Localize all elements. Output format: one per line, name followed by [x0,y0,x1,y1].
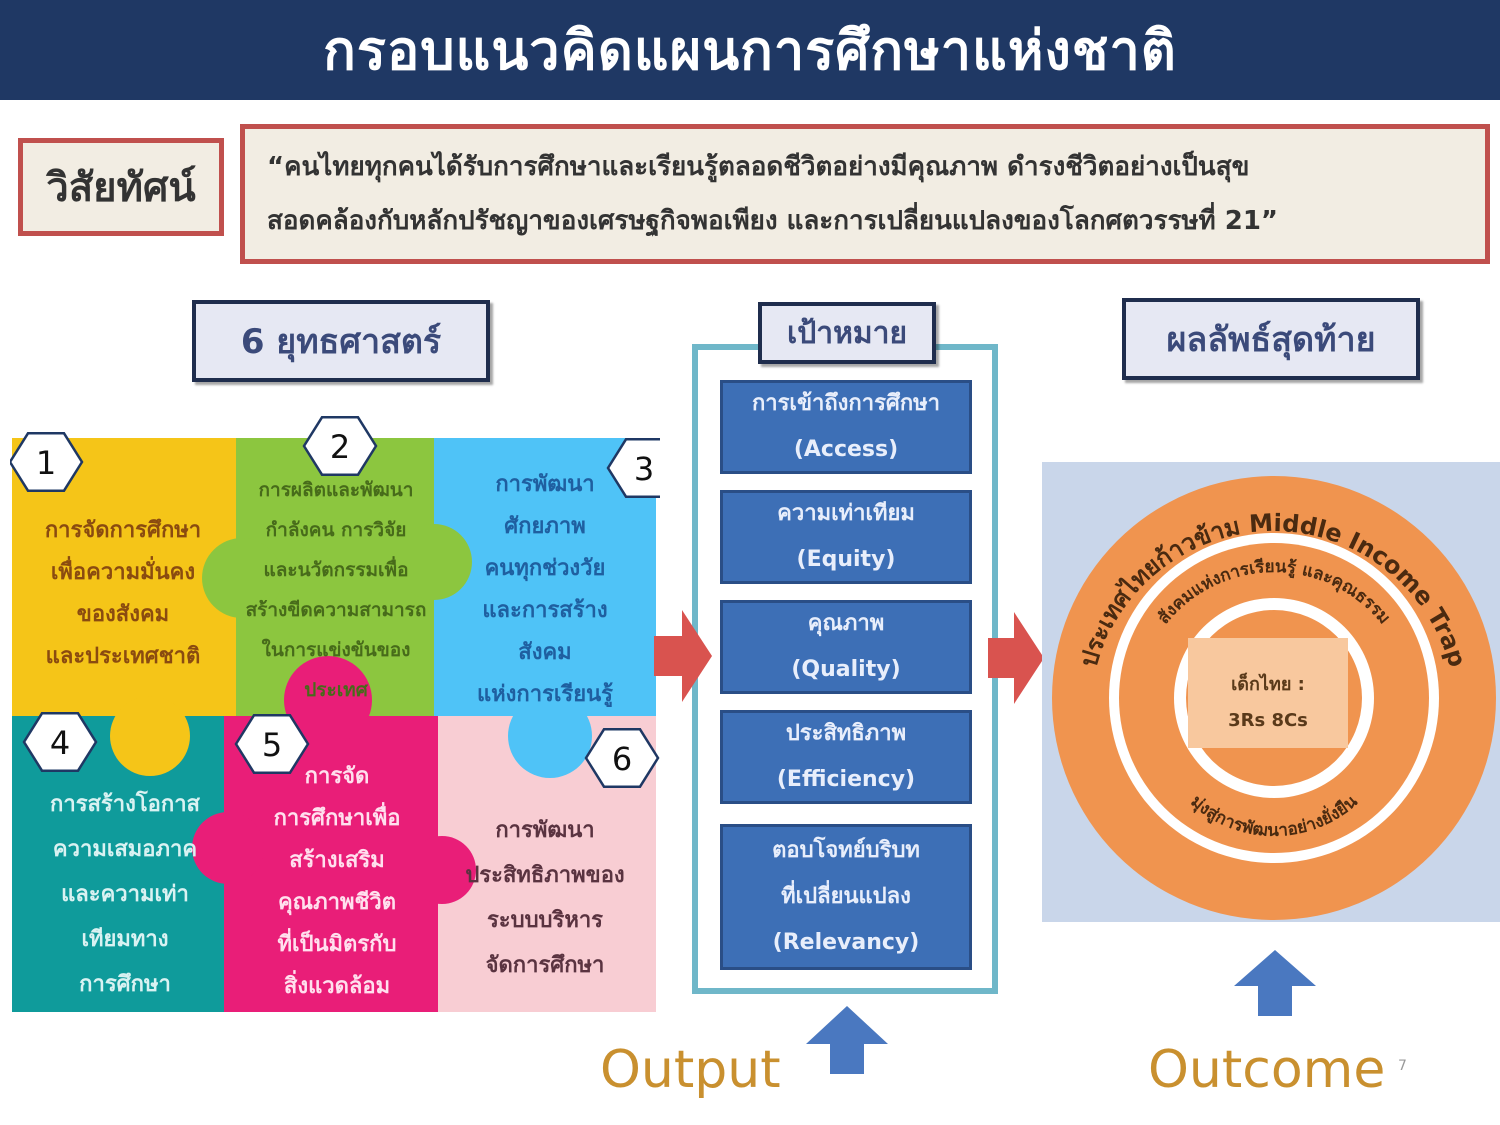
strategy-6-line: ประสิทธิภาพของ [465,863,625,888]
page-title: กรอบแนวคิดแผนการศึกษาแห่งชาติ [323,19,1177,82]
goal-thai-label: ที่เปลี่ยนแปลง [781,884,911,909]
strategy-5-line: ที่เป็นมิตรกับ [277,932,397,957]
strategy-4-text: การสร้างโอกาส ความเสมอภาค และความเท่า เท… [20,782,230,1007]
goal-thai-label: ตอบโจทย์บริบท [772,838,920,863]
strategy-1-line: ของสังคม [76,602,170,627]
goal-english-label: (Quality) [791,657,901,682]
page-number: 7 [1398,1058,1407,1074]
arrow-right-icon [654,610,712,702]
strategy-2-line: สร้างขีดความสามารถ [245,599,427,621]
outcome-target-diagram: ประเทศไทยก้าวข้าม Middle Income Trap สัง… [1052,476,1496,920]
goal-thai-label: ความเท่าเทียม [777,501,915,526]
goal-english-label: (Relevancy) [772,930,920,955]
goal-english-label: (Equity) [796,547,896,572]
arrow-up-icon [806,1006,888,1074]
strategy-4-line: การสร้างโอกาส [50,792,200,817]
strategy-6-line: จัดการศึกษา [485,953,605,978]
output-label: Output [600,1040,781,1100]
goals-header: เป้าหมาย [786,315,908,351]
strategy-2-line: ประเทศ [304,679,368,701]
goal-access: การเข้าถึงการศึกษา (Access) [720,380,972,474]
strategy-5-line: สร้างเสริม [289,848,385,873]
strategy-number-badge [584,728,660,788]
vision-label: วิสัยทัศน์ [46,165,196,211]
strategy-1-text: การจัดการศึกษา เพื่อความมั่นคง ของสังคม … [18,510,228,678]
core-line-2: 3Rs 8Cs [1228,710,1308,731]
arrow-up-icon [1234,950,1316,1016]
strategies-header: 6 ยุทธศาสตร์ [240,322,442,362]
goal-quality: คุณภาพ (Quality) [720,600,972,694]
strategy-number-badge [10,432,84,492]
outcome-header-box: ผลลัพธ์สุดท้าย [1122,298,1420,380]
goal-thai-label: ประสิทธิภาพ [785,721,907,746]
strategy-number-badge [302,416,378,476]
strategy-3-text: การพัฒนา ศักยภาพ คนทุกช่วงวัย และการสร้า… [450,464,640,716]
strategy-1-line: เพื่อความมั่นคง [50,560,196,585]
vision-line-1: “คนไทยทุกคนได้รับการศึกษาและเรียนรู้ตลอด… [267,152,1250,182]
strategy-number-badge [22,712,98,772]
strategy-3-line: ศักยภาพ [504,514,586,539]
strategy-4-line: การศึกษา [79,972,171,997]
core-line-1: เด็กไทย : [1231,672,1305,695]
strategy-number: 3 [634,450,654,488]
goal-english-label: (Access) [793,437,899,462]
strategy-2-line: การผลิตและพัฒนา [258,479,414,501]
strategy-2-line: กำลังคน การวิจัย [265,519,407,541]
goal-equity: ความเท่าเทียม (Equity) [720,490,972,584]
goal-english-label: (Efficiency) [776,767,916,792]
strategy-3-line: แห่งการเรียนรู้ [477,682,613,707]
strategy-5-line: การจัด [304,764,370,789]
strategy-number: 1 [36,444,56,482]
puzzle-number-badges: 1 2 3 4 5 6 [10,416,660,788]
strategy-5-line: คุณภาพชีวิต [277,890,397,915]
strategy-number: 6 [612,740,632,778]
strategy-number: 5 [262,726,282,764]
strategy-4-line: เทียมทาง [81,927,169,952]
strategy-6-line: การพัฒนา [495,818,595,843]
vision-label-box: วิสัยทัศน์ [18,138,224,236]
goal-thai-label: การเข้าถึงการศึกษา [751,391,941,416]
strategy-3-line: และการสร้าง [482,598,608,623]
goal-efficiency: ประสิทธิภาพ (Efficiency) [720,710,972,804]
core-box [1188,638,1348,748]
strategy-2-text: การผลิตและพัฒนา กำลังคน การวิจัย และนวัต… [236,470,436,710]
strategy-2-line: ในการแข่งขันของ [261,639,411,661]
strategy-6-text: การพัฒนา ประสิทธิภาพของ ระบบบริหาร จัดกา… [450,808,640,988]
strategy-number-badge [234,714,310,774]
strategy-1-line: และประเทศชาติ [45,644,201,669]
strategy-4-line: และความเท่า [61,882,189,907]
strategy-3-line: สังคม [518,640,572,665]
arrow-right-icon [988,612,1044,704]
title-bar: กรอบแนวคิดแผนการศึกษาแห่งชาติ [0,0,1500,100]
vision-statement-box: “คนไทยทุกคนได้รับการศึกษาและเรียนรู้ตลอด… [240,124,1490,264]
outcome-label: Outcome [1148,1040,1386,1100]
vision-line-2: สอดคล้องกับหลักปรัชญาของเศรษฐกิจพอเพียง … [267,206,1279,236]
goal-thai-label: คุณภาพ [807,611,885,636]
strategy-3-line: คนทุกช่วงวัย [484,556,606,581]
strategy-6-line: ระบบบริหาร [486,908,603,933]
strategy-5-line: การศึกษาเพื่อ [273,806,401,831]
strategy-5-text: การจัด การศึกษาเพื่อ สร้างเสริม คุณภาพชี… [232,756,442,1008]
strategy-number-badge [606,438,660,498]
goals-header-box: เป้าหมาย [758,302,936,364]
outcome-header: ผลลัพธ์สุดท้าย [1166,320,1376,360]
strategy-number: 2 [330,428,350,466]
strategy-5-line: สิ่งแวดล้อม [283,974,391,999]
strategy-3-line: การพัฒนา [495,472,595,497]
strategy-number: 4 [50,724,70,762]
strategy-4-line: ความเสมอภาค [52,837,198,862]
strategy-1-line: การจัดการศึกษา [44,518,202,543]
goal-relevancy: ตอบโจทย์บริบท ที่เปลี่ยนแปลง (Relevancy) [720,824,972,970]
strategy-2-line: และนวัตกรรมเพื่อ [263,559,409,581]
strategies-header-box: 6 ยุทธศาสตร์ [192,300,490,382]
